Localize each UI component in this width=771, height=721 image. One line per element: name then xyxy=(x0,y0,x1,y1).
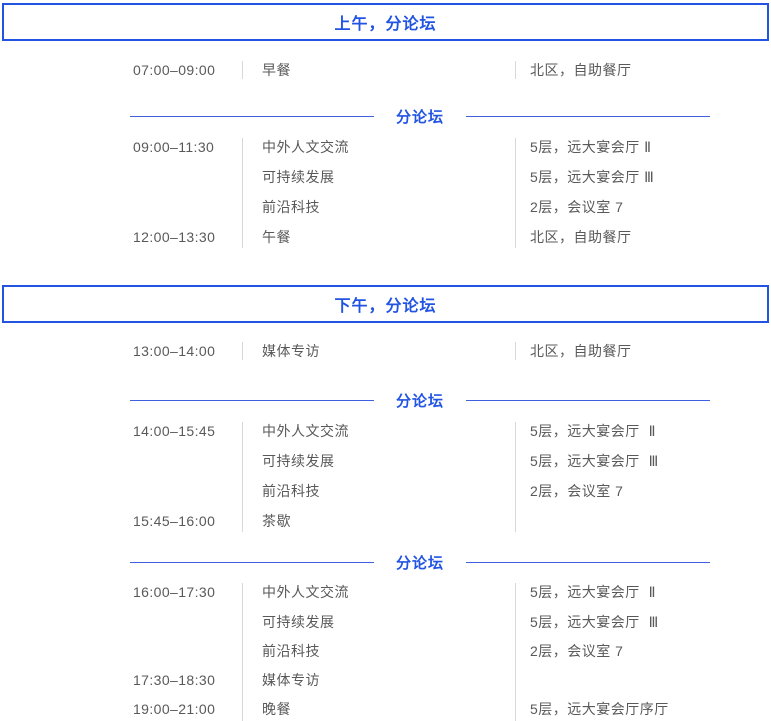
schedule-row: 14:00–15:45 中外人文交流 5层，远大宴会厅 Ⅱ xyxy=(0,421,771,441)
divider-line xyxy=(130,561,374,563)
row-location: 2层，会议室 7 xyxy=(530,643,624,659)
row-location: 5层，远大宴会厅 Ⅲ xyxy=(530,614,659,630)
row-event: 中外人文交流 xyxy=(262,423,349,439)
schedule-row: 09:00–11:30 中外人文交流 5层，远大宴会厅 Ⅱ xyxy=(0,137,771,157)
row-event: 可持续发展 xyxy=(262,614,335,630)
divider-line xyxy=(130,399,374,401)
row-event: 媒体专访 xyxy=(262,343,320,359)
schedule-row: 前沿科技 2层，会议室 7 xyxy=(0,641,771,661)
column-divider xyxy=(242,138,243,248)
section-divider: 分论坛 xyxy=(130,547,711,577)
column-divider xyxy=(515,583,516,721)
row-event: 可持续发展 xyxy=(262,169,335,185)
section-divider: 分论坛 xyxy=(130,385,711,415)
column-divider xyxy=(515,342,516,360)
header-morning-label: 上午，分论坛 xyxy=(334,16,437,33)
row-event: 中外人文交流 xyxy=(262,139,349,155)
column-divider xyxy=(515,61,516,79)
divider-label: 分论坛 xyxy=(396,392,445,410)
row-location: 5层，远大宴会厅 Ⅲ xyxy=(530,453,659,469)
schedule-row-media: 13:00–14:00 媒体专访 北区，自助餐厅 xyxy=(0,341,771,361)
row-time: 14:00–15:45 xyxy=(133,423,216,439)
row-event: 晚餐 xyxy=(262,701,291,717)
schedule-row: 16:00–17:30 中外人文交流 5层，远大宴会厅 Ⅱ xyxy=(0,582,771,602)
schedule-row: 可持续发展 5层，远大宴会厅 Ⅲ xyxy=(0,451,771,471)
row-location: 北区，自助餐厅 xyxy=(530,343,632,359)
row-time: 07:00–09:00 xyxy=(133,62,216,78)
header-afternoon-label: 下午，分论坛 xyxy=(334,298,437,315)
schedule-row: 12:00–13:30 午餐 北区，自助餐厅 xyxy=(0,227,771,247)
divider-line xyxy=(466,399,711,401)
row-location: 5层，远大宴会厅序厅 xyxy=(530,701,669,717)
header-morning: 上午，分论坛 xyxy=(2,3,769,41)
divider-line xyxy=(130,115,374,117)
schedule-row: 可持续发展 5层，远大宴会厅 Ⅲ xyxy=(0,612,771,632)
row-time: 15:45–16:00 xyxy=(133,513,216,529)
row-event: 前沿科技 xyxy=(262,483,320,499)
schedule-row: 17:30–18:30 媒体专访 xyxy=(0,670,771,690)
row-time: 09:00–11:30 xyxy=(133,139,215,155)
row-event: 前沿科技 xyxy=(262,199,320,215)
row-location: 5层，远大宴会厅 Ⅱ xyxy=(530,584,656,600)
row-location: 北区，自助餐厅 xyxy=(530,62,632,78)
row-event: 前沿科技 xyxy=(262,643,320,659)
header-afternoon: 下午，分论坛 xyxy=(2,285,769,323)
schedule-row: 前沿科技 2层，会议室 7 xyxy=(0,481,771,501)
schedule-row: 19:00–21:00 晚餐 5层，远大宴会厅序厅 xyxy=(0,699,771,719)
column-divider xyxy=(515,422,516,532)
column-divider xyxy=(242,61,243,79)
row-event: 茶歇 xyxy=(262,513,291,529)
divider-line xyxy=(466,115,711,117)
schedule-row: 15:45–16:00 茶歇 xyxy=(0,511,771,531)
row-event: 可持续发展 xyxy=(262,453,335,469)
row-time: 12:00–13:30 xyxy=(133,229,216,245)
row-location: 5层，远大宴会厅 Ⅱ xyxy=(530,139,652,155)
row-location: 2层，会议室 7 xyxy=(530,199,624,215)
row-time: 17:30–18:30 xyxy=(133,672,216,688)
divider-line xyxy=(466,561,711,563)
column-divider xyxy=(242,422,243,532)
row-time: 13:00–14:00 xyxy=(133,343,216,359)
row-location: 5层，远大宴会厅 Ⅱ xyxy=(530,423,656,439)
divider-label: 分论坛 xyxy=(396,554,445,572)
column-divider xyxy=(515,138,516,248)
section-divider: 分论坛 xyxy=(130,101,711,131)
schedule-row: 可持续发展 5层，远大宴会厅 Ⅲ xyxy=(0,167,771,187)
schedule-row: 前沿科技 2层，会议室 7 xyxy=(0,197,771,217)
row-event: 中外人文交流 xyxy=(262,584,349,600)
row-event: 午餐 xyxy=(262,229,291,245)
column-divider xyxy=(242,342,243,360)
row-location: 2层，会议室 7 xyxy=(530,483,624,499)
column-divider xyxy=(242,583,243,721)
row-location: 5层，远大宴会厅 Ⅲ xyxy=(530,169,655,185)
divider-label: 分论坛 xyxy=(396,108,445,126)
row-event: 媒体专访 xyxy=(262,672,320,688)
row-time: 16:00–17:30 xyxy=(133,584,216,600)
row-event: 早餐 xyxy=(262,62,291,78)
row-location: 北区，自助餐厅 xyxy=(530,229,632,245)
schedule-row-breakfast: 07:00–09:00 早餐 北区，自助餐厅 xyxy=(0,60,771,80)
row-time: 19:00–21:00 xyxy=(133,701,216,717)
